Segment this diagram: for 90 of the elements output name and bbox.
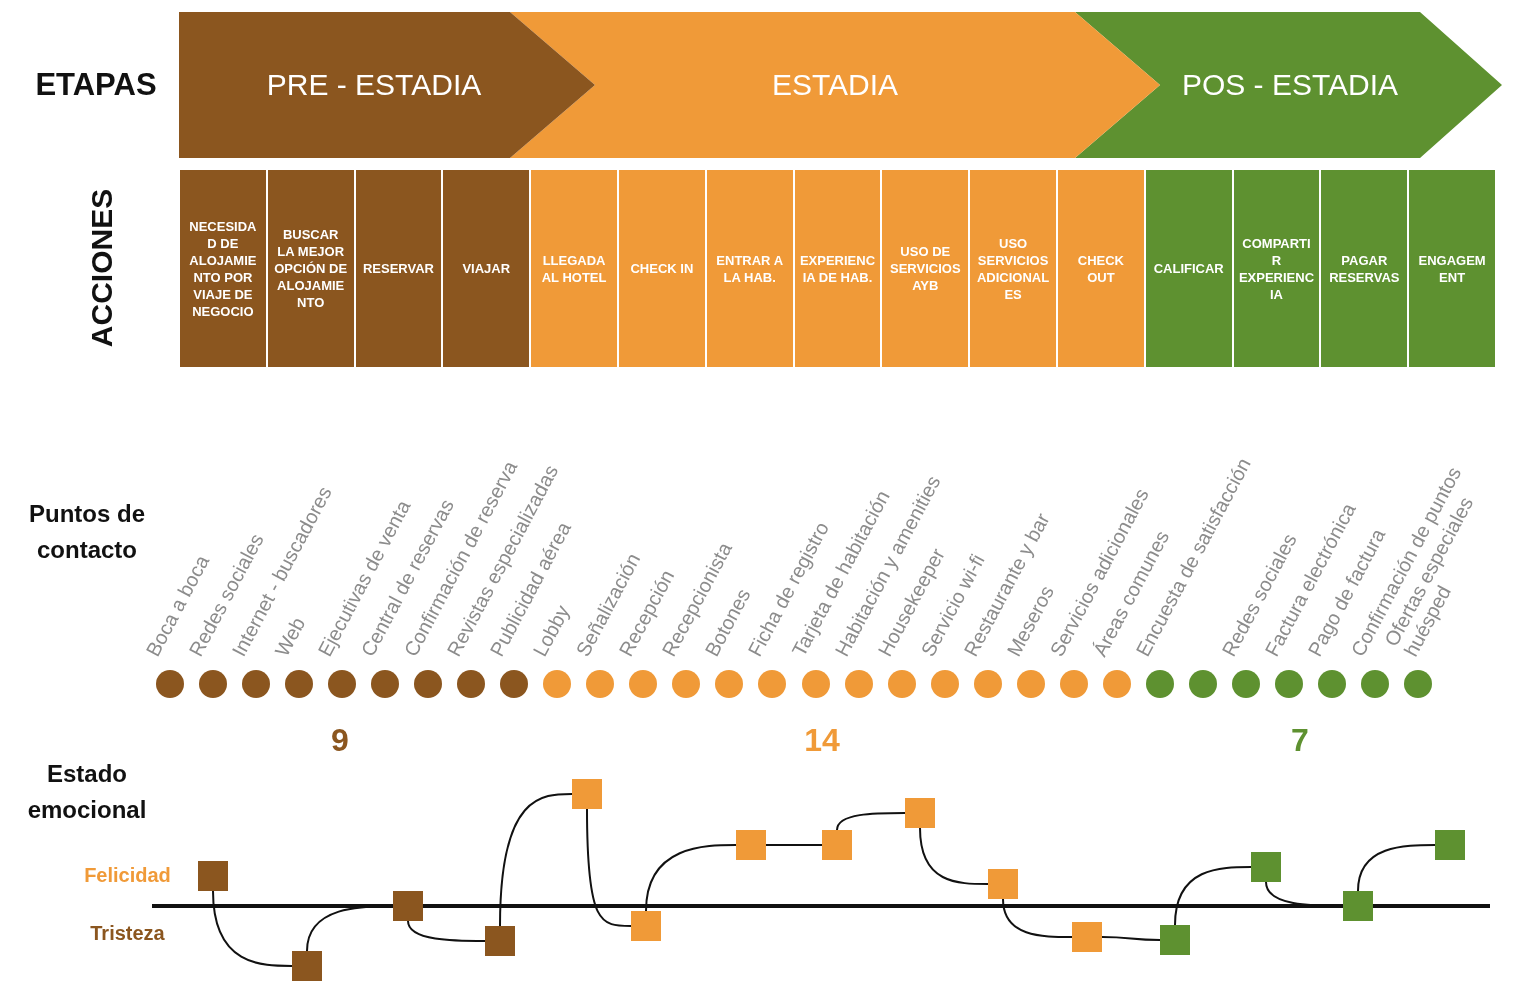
action-tile: VIAJAR (443, 170, 530, 367)
curve-line (407, 920, 486, 942)
stage-banner (510, 12, 1160, 158)
emotion-marker (393, 891, 423, 921)
touchpoint-dot (758, 670, 787, 698)
action-tile: NECESIDAD DE ALOJAMIENTO POR VIAJE DE NEGOCIO (180, 170, 266, 367)
touchpoint-dot (457, 670, 486, 698)
emotion-marker (988, 869, 1018, 899)
touchpoint-label: Web (270, 613, 310, 660)
touchpoint-dot (1404, 670, 1432, 698)
emotion-marker (572, 779, 602, 809)
scale-label: Felicidad (83, 864, 172, 887)
touchpoint-dot (1360, 670, 1389, 698)
stage-banner (179, 12, 595, 158)
touchpoint-dot (930, 670, 959, 698)
emotion-marker (198, 861, 228, 891)
touchpoint-dot (285, 670, 314, 698)
emotion-marker (905, 798, 935, 828)
curve-line (836, 812, 906, 831)
action-tile: USO SERVICIOS ADICIONALES (970, 170, 1056, 367)
emotion-marker (736, 830, 766, 860)
action-tile: LLEGADA AL HOTEL (531, 170, 617, 367)
touchpoint-dot (672, 670, 701, 698)
row-heading: Estado emocional (26, 759, 148, 825)
phase-count: 7 (1290, 722, 1310, 759)
action-tile: CHECK IN (619, 170, 705, 367)
touchpoint-dot (328, 670, 357, 698)
stage-title: POS - ESTADIA (1180, 67, 1400, 103)
emotion-marker (1160, 925, 1190, 955)
action-tile: ENGAGEMENT (1409, 170, 1495, 367)
emotion-marker (485, 926, 515, 956)
action-tile: COMPARTIR EXPERIENCIA (1233, 170, 1320, 367)
action-tile: RESERVAR (355, 170, 442, 367)
phase-count: 9 (330, 722, 350, 759)
touchpoint-dot (500, 670, 529, 698)
curve-line (1101, 936, 1161, 941)
touchpoint-dot (801, 670, 830, 698)
emotion-marker (822, 830, 852, 860)
curve-line (586, 808, 632, 927)
touchpoint-dot (1145, 670, 1174, 698)
touchpoint-dot (715, 670, 744, 698)
touchpoint-dot (543, 670, 572, 698)
curve-line (765, 844, 823, 846)
action-tile: CALIFICAR (1145, 170, 1232, 367)
touchpoint-dot (844, 670, 873, 698)
touchpoint-dot (586, 670, 615, 698)
emotion-marker (1435, 830, 1465, 860)
curve-line (499, 793, 573, 927)
touchpoint-dot (1231, 670, 1260, 698)
touchpoint-dot (199, 670, 228, 698)
touchpoint-dot (414, 670, 443, 698)
touchpoint-dot (242, 670, 271, 698)
touchpoint-dot (1188, 670, 1217, 698)
touchpoint-dot (973, 670, 1002, 698)
curve-line (919, 827, 989, 885)
touchpoint-dot (1274, 670, 1303, 698)
touchpoint-dot (887, 670, 916, 698)
touchpoint-dot (371, 670, 400, 698)
phase-count: 14 (803, 722, 841, 759)
action-tile: ENTRAR A LA HAB. (706, 170, 793, 367)
action-tile: PAGAR RESERVAS (1321, 170, 1408, 367)
action-tile: USO DE SERVICIOS AYB (882, 170, 969, 367)
touchpoint-dot (1317, 670, 1346, 698)
touchpoint-dot (1102, 670, 1131, 698)
curve-line (645, 844, 737, 912)
scale-label: Tristeza (89, 922, 166, 945)
emotion-marker (292, 951, 322, 981)
curve-line (1174, 866, 1252, 926)
row-heading: Puntos de contacto (28, 499, 146, 565)
curve-line (306, 905, 394, 952)
action-tile: EXPERIENCIA DE HAB. (794, 170, 881, 367)
touchpoint-dot (629, 670, 658, 698)
emotion-marker (1251, 852, 1281, 882)
touchpoint-dot (1016, 670, 1045, 698)
stage-title: ESTADIA (770, 67, 900, 103)
curve-line (1265, 881, 1344, 907)
stage-title: PRE - ESTADIA (265, 67, 483, 103)
row-heading: ETAPAS (34, 66, 158, 104)
emotion-marker (1343, 891, 1373, 921)
stage-banner (1075, 12, 1502, 158)
row-heading: ACCIONES (84, 187, 119, 350)
touchpoint-dot (156, 670, 184, 698)
curve-line (1357, 844, 1436, 892)
action-tile: CHECK OUT (1058, 170, 1144, 367)
action-tile: BUSCAR LA MEJOR OPCIÓN DE ALOJAMIENTO (267, 170, 354, 367)
curve-line (1002, 898, 1073, 938)
emotion-marker (1072, 922, 1102, 952)
touchpoint-dot (1059, 670, 1088, 698)
curve-line (212, 890, 293, 967)
emotion-marker (631, 911, 661, 941)
